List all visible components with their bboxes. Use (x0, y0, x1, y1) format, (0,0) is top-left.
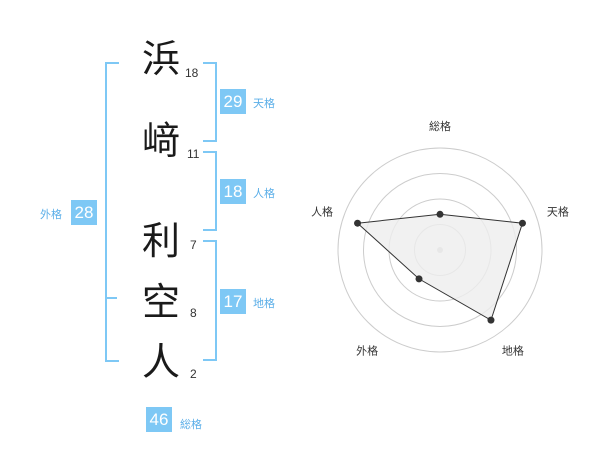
gaikaku-bracket (105, 62, 119, 362)
radar-ring (414, 224, 466, 276)
tenkaku-value: 29 (220, 89, 246, 114)
radar-axis-label: 外格 (356, 343, 378, 357)
radar-point (354, 219, 362, 227)
chikaku-value: 17 (220, 289, 246, 314)
tenkaku-bracket (203, 62, 217, 142)
radar-axis-label: 天格 (547, 205, 569, 219)
stroke-count-5: 2 (190, 367, 197, 381)
radar-point (487, 316, 495, 324)
stroke-count-2: 11 (187, 147, 200, 161)
radar-point (415, 275, 423, 283)
name-char-5: 人 (142, 340, 181, 384)
name-char-4: 空 (142, 280, 181, 324)
radar-point (436, 210, 444, 218)
radar-point (518, 219, 526, 227)
radar-axis-label: 総格 (429, 119, 451, 133)
jinkaku-label: 人格 (253, 187, 275, 200)
soukaku-value: 46 (146, 407, 172, 432)
tenkaku-label: 天格 (253, 97, 275, 110)
chikaku-bracket (203, 240, 217, 361)
gaikaku-value: 28 (71, 200, 97, 225)
radar-ring (337, 147, 543, 353)
radar-center (437, 247, 443, 253)
radar-ring (363, 173, 517, 327)
radar-polygon (356, 213, 524, 321)
stroke-count-1: 18 (185, 66, 199, 80)
radar-axis-label: 人格 (311, 205, 333, 219)
jinkaku-value: 18 (220, 179, 246, 204)
soukaku-label: 総格 (180, 418, 202, 431)
gaikaku-label: 外格 (40, 208, 62, 221)
stroke-count-4: 8 (190, 306, 197, 320)
name-char-3: 利 (142, 219, 181, 263)
gaikaku-bracket-tick (105, 297, 117, 299)
name-char-1: 浜 (142, 37, 181, 81)
jinkaku-bracket (203, 151, 217, 231)
radar-axis-label: 地格 (502, 343, 524, 357)
chikaku-label: 地格 (253, 297, 275, 310)
name-char-2: 﨑 (142, 119, 181, 163)
radar-ring (388, 198, 492, 302)
stroke-count-3: 7 (190, 238, 197, 252)
